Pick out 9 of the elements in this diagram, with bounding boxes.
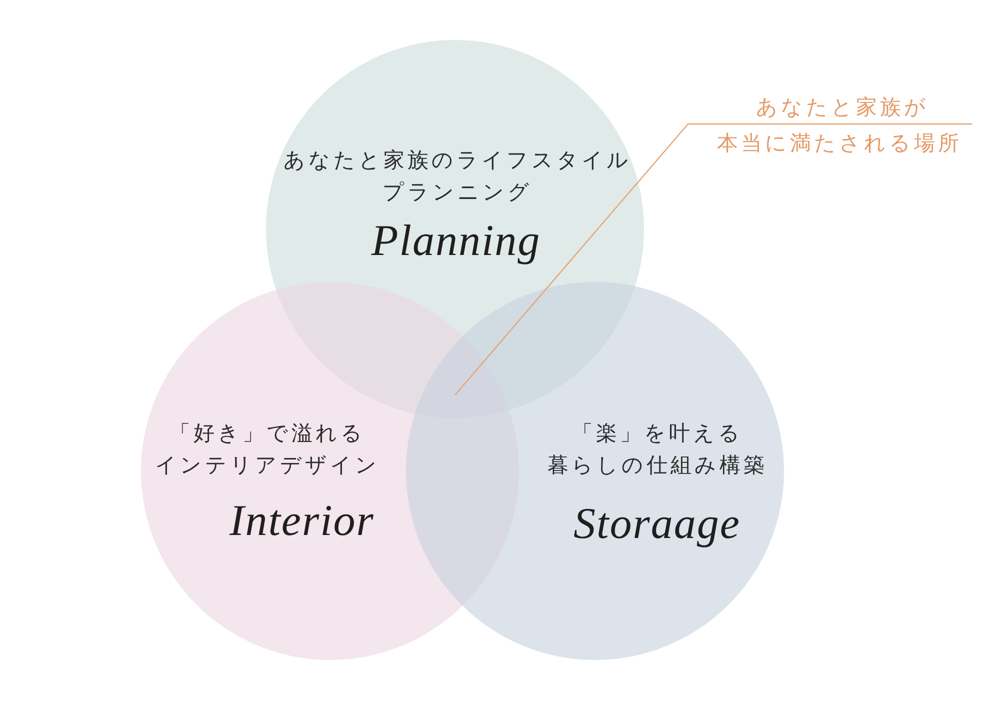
script-title: Storaage bbox=[574, 499, 740, 549]
circle-caption: 「好き」で溢れるインテリアデザイン bbox=[154, 420, 380, 479]
leader-line bbox=[454, 123, 972, 396]
circle-caption: あなたと家族のライフスタイルプランニング bbox=[282, 147, 632, 206]
circle-caption: 「楽」を叶える暮らしの仕組み構築 bbox=[546, 420, 768, 479]
script-title: Planning bbox=[371, 216, 541, 266]
callout-text: あなたと家族が bbox=[755, 94, 929, 121]
callout-text: 本当に満たされる場所 bbox=[716, 130, 962, 157]
script-title: Interior bbox=[230, 496, 374, 546]
